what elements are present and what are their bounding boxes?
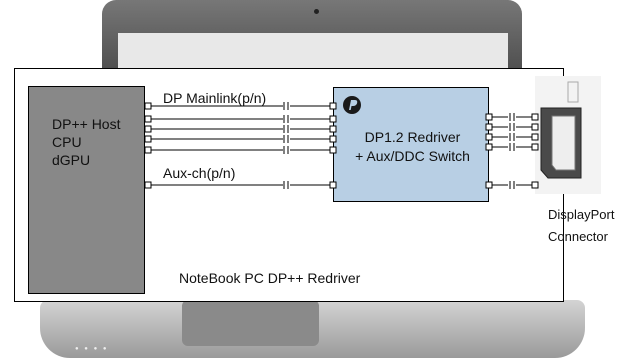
redriver-line-2: + Aux/DDC Switch — [355, 148, 470, 164]
pericom-p-logo-icon — [343, 96, 361, 114]
laptop-camera — [314, 9, 319, 14]
port-square — [144, 135, 152, 143]
port-square — [144, 115, 152, 123]
port-square — [485, 143, 493, 151]
port-square — [329, 102, 337, 110]
mainlink-label: DP Mainlink(p/n) — [163, 90, 267, 106]
port-square — [531, 181, 539, 189]
port-square — [329, 181, 337, 189]
port-square — [531, 123, 539, 131]
connector-line-1: DisplayPort — [548, 207, 615, 222]
port-square — [485, 113, 493, 121]
connector-line-2: Connector — [548, 229, 608, 244]
port-square — [531, 113, 539, 121]
port-square — [329, 125, 337, 133]
host-block — [28, 86, 145, 294]
port-square — [485, 123, 493, 131]
host-line-1: DP++ Host — [52, 116, 121, 132]
port-square — [329, 115, 337, 123]
port-square — [485, 181, 493, 189]
diagram-caption: NoteBook PC DP++ Redriver — [179, 270, 361, 286]
laptop-status-leds: ● ● ● ● — [75, 346, 109, 352]
port-square — [329, 146, 337, 154]
port-square — [144, 181, 152, 189]
port-square — [531, 143, 539, 151]
port-square — [144, 102, 152, 110]
connector-label: DisplayPort Connector — [548, 204, 614, 248]
port-square — [485, 133, 493, 141]
laptop-trackpad — [182, 300, 319, 346]
host-label: DP++ Host CPU dGPU — [52, 115, 120, 169]
host-line-3: dGPU — [52, 152, 91, 168]
redriver-line-1: DP1.2 Redriver — [364, 129, 461, 145]
aux-label: Aux-ch(p/n) — [163, 165, 236, 181]
host-line-2: CPU — [52, 134, 82, 150]
port-square — [531, 133, 539, 141]
redriver-label: DP1.2 Redriver + Aux/DDC Switch — [340, 128, 485, 166]
port-square — [144, 125, 152, 133]
displayport-connector-icon — [540, 81, 582, 179]
port-square — [329, 135, 337, 143]
port-square — [144, 146, 152, 154]
